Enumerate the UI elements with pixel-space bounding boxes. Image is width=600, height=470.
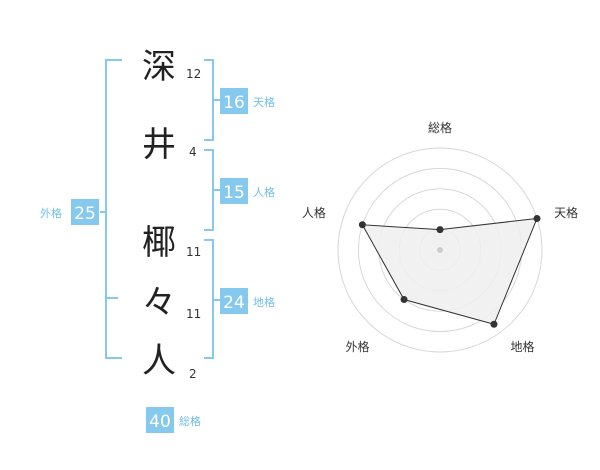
jinkaku-bracket (204, 149, 214, 231)
soukaku-badge: 40 総格 (146, 407, 201, 433)
name-char-3-strokes: 11 (186, 245, 201, 259)
name-char-2: 井 (142, 125, 176, 165)
radar-axis-label-4: 外格 (345, 339, 369, 354)
jinkaku-badge: 15 人格 (220, 178, 275, 204)
gaikaku-value: 25 (74, 204, 96, 224)
radar-axis-label-2: 天格 (554, 205, 578, 220)
chikaku-bracket (204, 239, 214, 359)
radar-axis-label-1: 総格 (428, 120, 452, 135)
tenkaku-badge: 16 天格 (220, 88, 275, 114)
chikaku-badge-box (220, 288, 248, 314)
name-char-3: 椰 (142, 223, 176, 263)
chikaku-badge: 24 地格 (220, 288, 275, 314)
tenkaku-badge-box (220, 88, 248, 114)
jinkaku-label: 人格 (253, 185, 275, 199)
radar-axis-label-3: 地格 (511, 339, 535, 354)
soukaku-value: 40 (149, 412, 171, 432)
chikaku-value: 24 (223, 293, 245, 313)
radar-points (358, 214, 541, 328)
name-char-1: 深 (142, 47, 176, 87)
radar-polygon (361, 217, 538, 325)
name-char-4: 々 (142, 283, 176, 323)
chikaku-label: 地格 (253, 295, 275, 309)
name-char-1-strokes: 12 (186, 67, 201, 81)
jinkaku-badge-box (220, 178, 248, 204)
radar-axis-label-5: 人格 (302, 205, 326, 220)
radar-point-4 (400, 296, 408, 304)
name-char-4-strokes: 11 (186, 307, 201, 321)
name-char-2-strokes: 4 (189, 145, 197, 159)
radar-point-1 (436, 226, 444, 234)
radar-center (437, 247, 443, 253)
tenkaku-value: 16 (223, 93, 245, 113)
soukaku-badge-box (146, 407, 174, 433)
name-char-5-strokes: 2 (189, 367, 197, 381)
radar-polygon-layer (361, 217, 538, 325)
radar-ring-5 (337, 147, 543, 353)
radar-point-5 (358, 221, 366, 229)
tenkaku-label: 天格 (253, 95, 275, 109)
name-diagram: 深 12 井 4 椰 11 々 11 人 2 16 天格 15 人格 24 地格… (40, 47, 275, 433)
soukaku-label: 総格 (179, 414, 201, 428)
radar-point-2 (533, 214, 541, 222)
jinkaku-value: 15 (223, 183, 245, 203)
name-char-5: 人 (142, 341, 176, 381)
gaikaku-bracket (105, 59, 122, 359)
tenkaku-bracket (204, 59, 214, 141)
gaikaku-label: 外格 (40, 206, 62, 220)
gaikaku-badge: 外格 25 (40, 199, 99, 225)
brackets (100, 59, 220, 359)
gaikaku-badge-box (71, 199, 99, 225)
radar-point-3 (490, 320, 498, 328)
